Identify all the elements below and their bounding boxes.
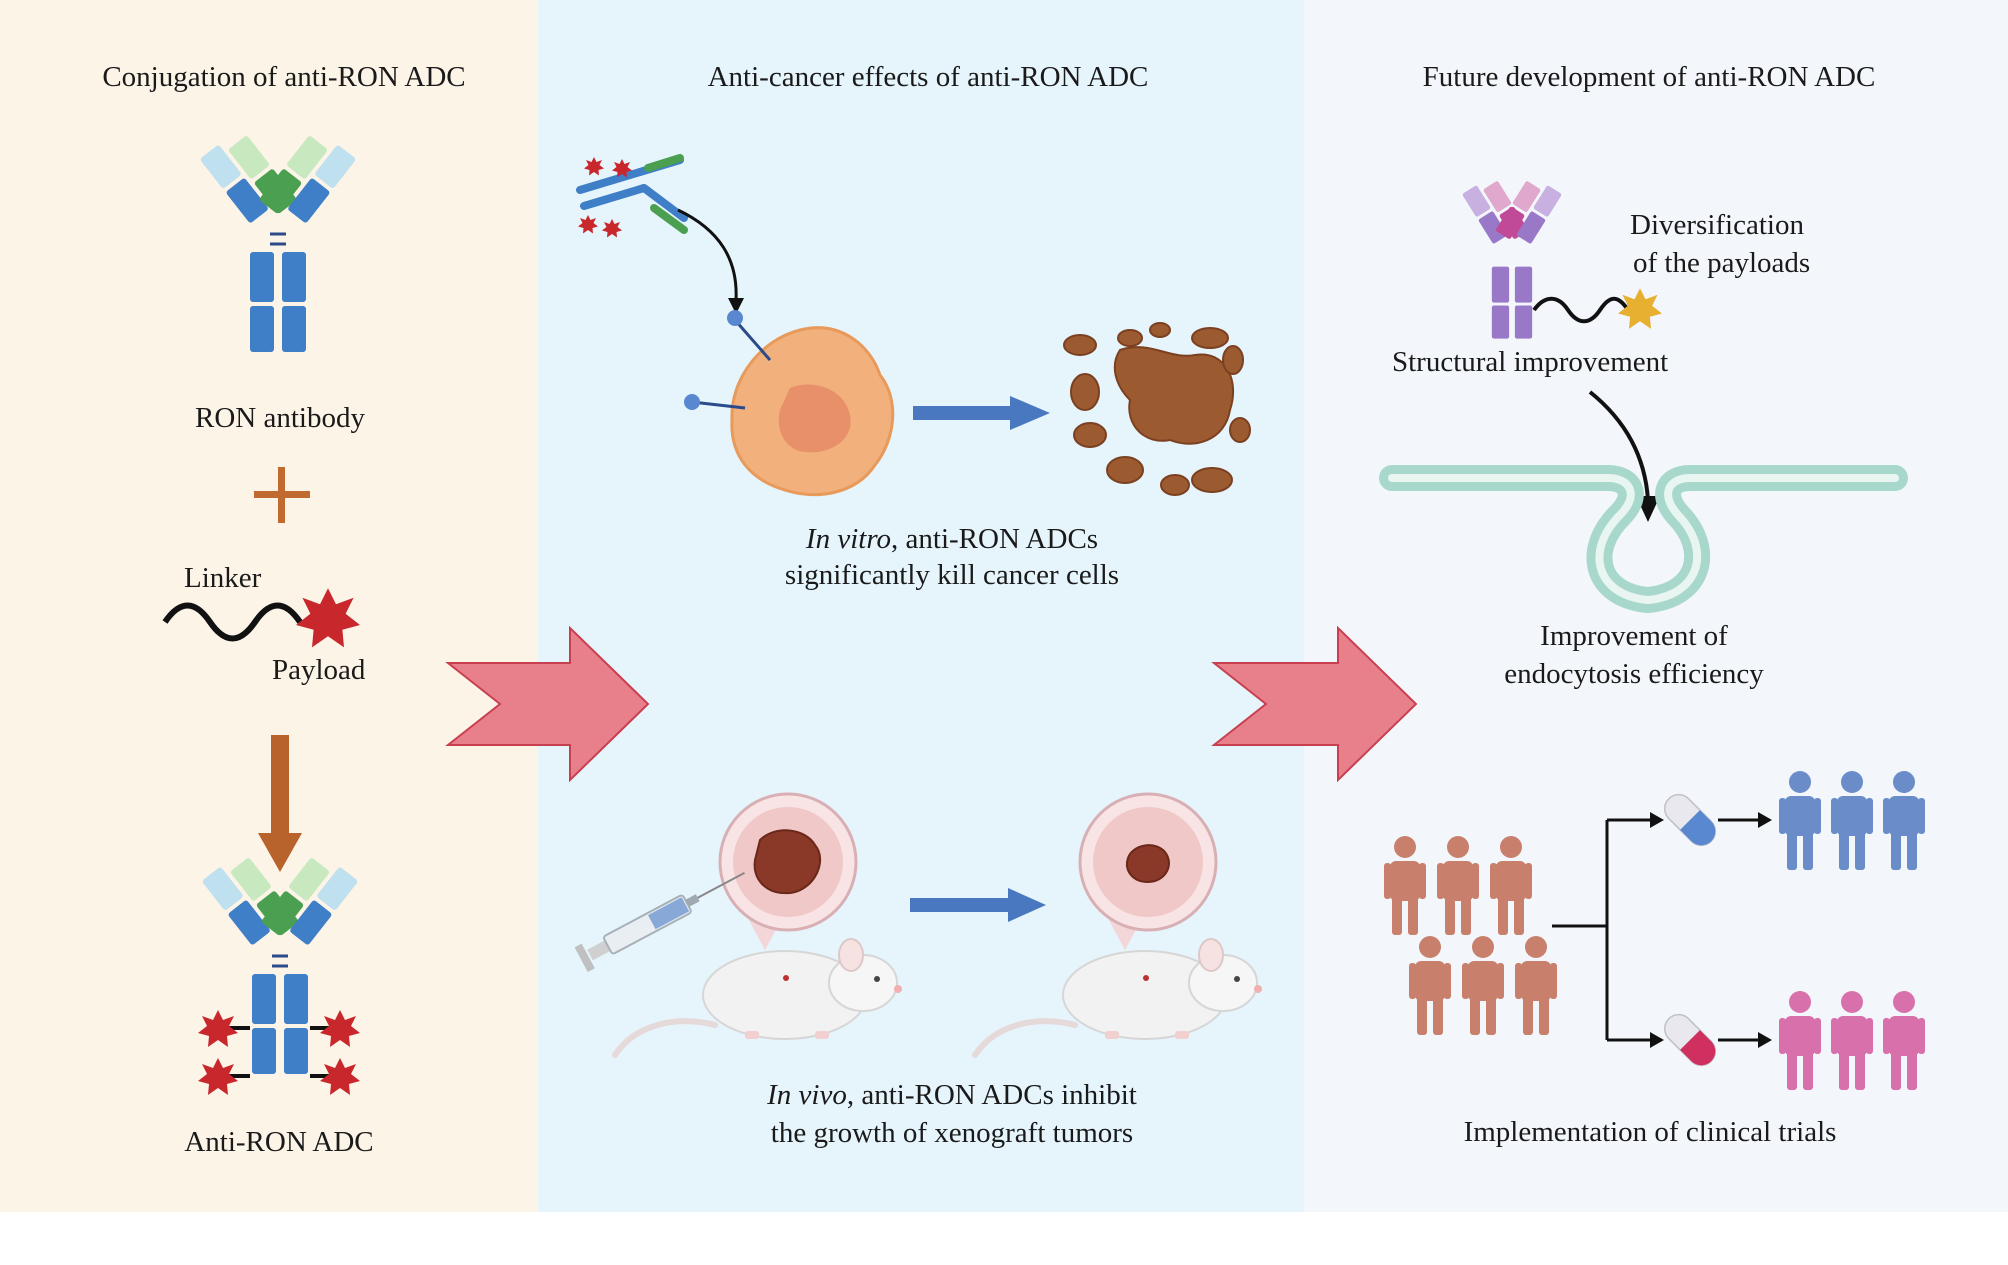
payload-label: Payload [272,654,366,686]
big-arrow-2 [1211,625,1418,783]
structural-label: Structural improvement [1392,346,1669,378]
membrane-icon [1379,465,1908,614]
linker-payload-icon [162,588,360,648]
tumor-after-icon [1078,792,1218,950]
antibody-icon [199,127,357,354]
mouse-icon [975,939,1262,1055]
pill-icon [1663,793,1717,847]
vivo-caption-line1: In vivo, anti-RON ADCs inhibit [590,1076,1314,1114]
endocytosis-line2: endocytosis efficiency [1504,658,1764,690]
cancer-cell-icon [684,310,895,497]
gold-payload-icon [1618,288,1662,329]
small-adc-icon [576,154,688,238]
panel3-title: Future development of anti-RON ADC [1422,61,1876,93]
vitro-caption-line1: In vitro, anti-RON ADCs [590,520,1314,558]
linker-label: Linker [184,562,262,594]
vitro-caption-line2: significantly kill cancer cells [784,559,1120,591]
diversification-line1: Diversification [1630,209,1804,241]
vivo-caption-line2: the growth of xenograft tumors [770,1117,1134,1149]
vivo-rest: , anti-RON ADCs inhibit [846,1079,1137,1111]
panel2-title: Anti-cancer effects of anti-RON ADC [707,61,1149,93]
treated-group-blue-icon [1779,771,1925,870]
patient-group-icon [1384,836,1557,1035]
blue-arrow-vitro [913,396,1050,430]
vitro-italic: In vitro [805,523,892,555]
brown-down-arrow [258,735,302,872]
adc-icon [198,849,360,1095]
curved-arrow-2 [1588,390,1650,501]
treated-group-pink-icon [1779,991,1925,1090]
antibody-label: RON antibody [195,402,365,434]
purple-antibody-icon [1462,181,1562,339]
mouse-icon [615,939,902,1055]
blue-arrow-vivo [910,888,1046,922]
plus-icon [254,467,310,523]
clinical-label: Implementation of clinical trials [1463,1116,1837,1148]
purple-linker [1532,296,1630,324]
adc-label: Anti-RON ADC [184,1126,374,1158]
branch-arrows [1552,818,1760,1042]
dead-cell-icon [1063,322,1251,496]
panel1-title: Conjugation of anti-RON ADC [102,61,466,93]
curved-arrow-1 [677,208,738,301]
vivo-italic: In vivo [767,1079,847,1111]
diversification-line2: of the payloads [1633,247,1811,279]
endocytosis-line1: Improvement of [1540,620,1728,652]
tumor-before-icon [718,792,858,950]
vitro-rest: , anti-RON ADCs [891,523,1099,555]
pill-icon [1663,1013,1717,1067]
syringe-icon [574,871,745,973]
big-arrow-1 [445,625,650,783]
